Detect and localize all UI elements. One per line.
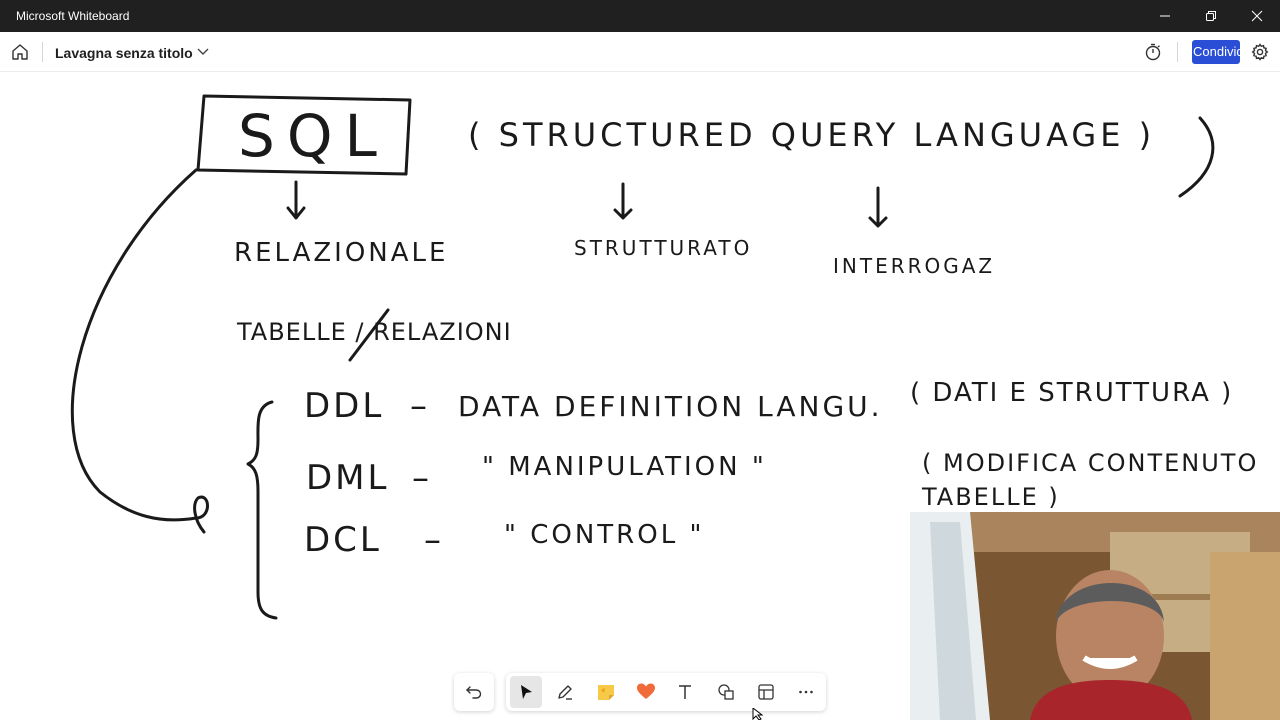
templates-icon — [758, 684, 774, 700]
sticky-note-tool[interactable] — [590, 676, 622, 708]
row-acronym: DDL — [304, 386, 385, 426]
pen-tool[interactable] — [549, 676, 581, 708]
text-icon — [679, 685, 691, 699]
reaction-heart-icon — [637, 683, 655, 699]
select-tool[interactable] — [510, 676, 542, 708]
app-header: Lavagna senza titolo Condividi — [0, 32, 1280, 72]
close-icon — [1251, 10, 1263, 22]
arrow-down — [286, 180, 306, 220]
webcam-image — [910, 512, 1280, 720]
header-divider — [1177, 42, 1178, 62]
shapes-tool[interactable] — [710, 676, 742, 708]
shapes-icon — [718, 684, 734, 700]
ink-layer — [70, 94, 1215, 620]
settings-button[interactable] — [1249, 41, 1271, 63]
slash — [348, 308, 390, 362]
select-arrow-icon — [521, 685, 532, 699]
row-acronym: DML — [306, 458, 390, 498]
reaction-tool[interactable] — [630, 676, 662, 708]
mouse-pointer-icon — [752, 708, 764, 720]
undo-button[interactable] — [454, 673, 494, 711]
templates-tool[interactable] — [750, 676, 782, 708]
sql-box — [196, 94, 412, 176]
expansion-close-paren — [1178, 116, 1215, 198]
pen-icon — [558, 685, 572, 700]
more-tool[interactable] — [790, 676, 822, 708]
row-dash: – — [410, 386, 430, 426]
curved-connector — [70, 168, 209, 534]
gear-icon — [1251, 43, 1269, 61]
arrow-down — [868, 186, 888, 228]
chevron-down-icon[interactable] — [196, 44, 210, 58]
timer-icon — [1145, 43, 1161, 61]
more-icon — [799, 690, 813, 694]
title-bar: Microsoft Whiteboard — [0, 0, 1280, 32]
tools-toolbar — [506, 673, 826, 711]
minimize-icon — [1160, 15, 1170, 17]
row-dash: – — [424, 520, 444, 560]
arrow-down — [613, 182, 633, 220]
home-icon — [12, 44, 28, 60]
restore-button[interactable] — [1188, 0, 1234, 32]
curly-brace — [246, 400, 278, 620]
note-relazionale: RELAZIONALE — [234, 238, 449, 268]
sticky-note-icon — [598, 685, 614, 700]
restore-icon — [1206, 11, 1216, 21]
webcam-video — [910, 512, 1280, 720]
home-button[interactable] — [8, 40, 32, 64]
text-tool[interactable] — [669, 676, 701, 708]
row-acronym: DCL — [304, 520, 382, 560]
close-button[interactable] — [1234, 0, 1280, 32]
share-button[interactable]: Condividi — [1192, 40, 1240, 64]
timer-button[interactable] — [1142, 41, 1164, 63]
board-title[interactable]: Lavagna senza titolo — [55, 45, 193, 61]
app-title: Microsoft Whiteboard — [16, 9, 130, 23]
note-strutturato: STRUTTURATO — [574, 236, 753, 260]
minimize-button[interactable] — [1142, 0, 1188, 32]
row-meaning: " CONTROL " — [504, 520, 705, 550]
header-divider — [42, 42, 43, 62]
row-note: ( DATI E STRUTTURA ) — [910, 378, 1234, 408]
row-dash: – — [412, 458, 432, 498]
sql-expansion: ( STRUCTURED QUERY LANGUAGE ) — [468, 116, 1156, 154]
row-note: ( MODIFICA CONTENUTO TABELLE ) — [922, 449, 1259, 511]
row-meaning: " MANIPULATION " — [482, 452, 767, 482]
undo-icon — [466, 686, 482, 699]
note-tabelle-relazioni: TABELLE / RELAZIONI — [237, 318, 512, 346]
row-meaning: DATA DEFINITION LANGU. — [458, 390, 883, 423]
note-interrogaz: INTERROGAZ — [833, 254, 996, 278]
sql-heading: SQL — [238, 102, 389, 170]
